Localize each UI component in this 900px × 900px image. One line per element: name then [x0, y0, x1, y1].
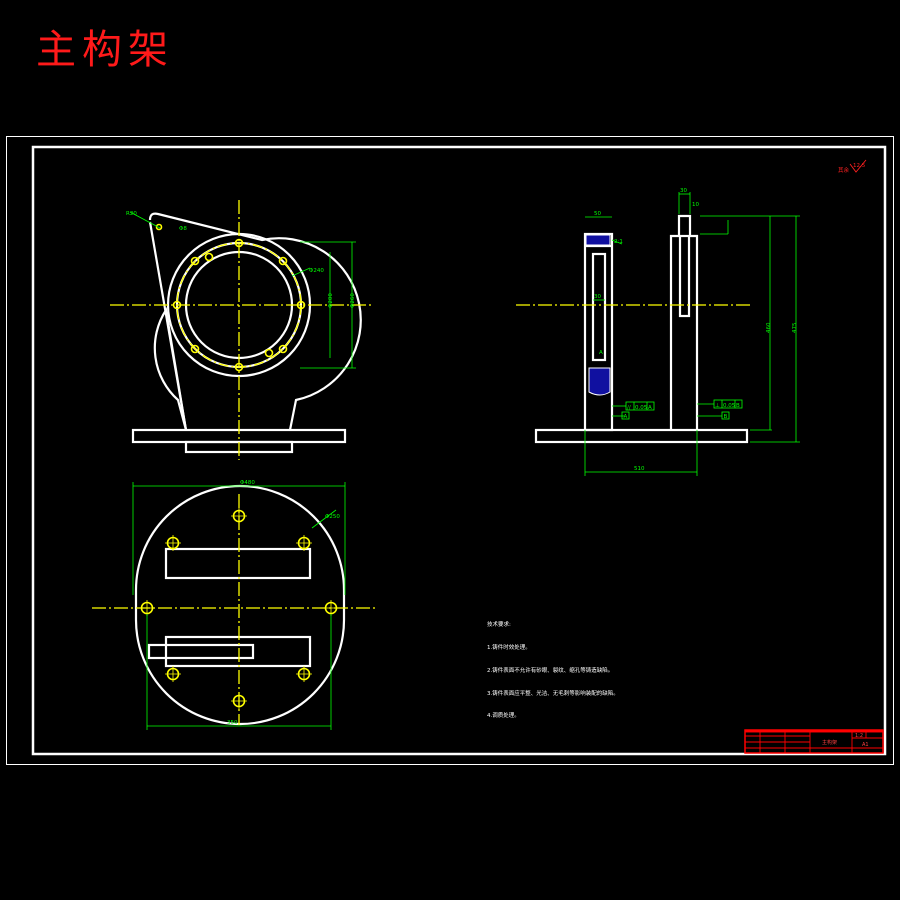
side-section-lower [588, 367, 611, 396]
side-dim-top-width: 30 [680, 188, 687, 194]
side-datum-b: B [721, 411, 730, 420]
front-body-outline [148, 212, 362, 431]
side-section-upper [585, 234, 611, 246]
top-rib [147, 643, 255, 660]
notes-line-4: 4.调质处理。 [487, 713, 520, 720]
top-dim-bolt-circle: Φ250 [325, 514, 340, 520]
side-dim-height: 460 [766, 322, 772, 333]
side-right-column [669, 214, 699, 430]
side-tolerance-perpendicular: ⊥ 0.05 B [713, 399, 743, 409]
front-dim-height: Φ260 [350, 293, 356, 308]
side-dim-slot: 2:1 [614, 239, 623, 245]
titleblock-part-name: 主构架 [822, 739, 837, 746]
side-datum-a: A [621, 411, 630, 420]
tol-perp-datum: B [736, 403, 740, 409]
side-dim-base-width: 510 [634, 466, 645, 472]
front-dim-hole: Φ8 [179, 226, 187, 232]
roughness-symbol: 其余 12.5 [838, 159, 867, 174]
side-right-slot [678, 234, 691, 318]
top-dim-width: Φ480 [240, 480, 255, 486]
side-base-plate [534, 428, 749, 444]
drawing-frame [31, 145, 887, 756]
titleblock-scale: 1:2 [855, 733, 863, 739]
front-bolt-circle [176, 242, 302, 368]
tol-perp-value: 0.05 [723, 403, 736, 409]
front-dim-corner: R20 [126, 211, 137, 217]
svg-text:A: A [624, 414, 628, 420]
front-dim-bolt-circle: Φ240 [309, 268, 324, 274]
front-body-leg-left [148, 221, 188, 431]
top-dim-base-width: 350 [227, 720, 238, 726]
drawing-title: 主构架 [36, 27, 174, 73]
front-bolt-holes [155, 223, 306, 372]
roughness-label: 其余 [838, 166, 850, 174]
notes-line-2: 2.铸件表面不允许有砂眼、裂纹、缩孔等铸造缺陷。 [487, 667, 614, 674]
side-tolerance-parallel: // 0.05 A [625, 401, 655, 411]
roughness-value: 12.5 [853, 163, 866, 169]
side-left-column [583, 232, 614, 432]
top-lower-slot [164, 635, 312, 668]
top-base-disk [134, 484, 346, 726]
notes-line-3: 3.铸件表面应平整、光洁、无毛刺等影响装配的缺陷。 [487, 690, 619, 697]
notes-line-1: 1.铸件时效处理。 [487, 644, 531, 651]
tol-parallel-symbol: // [627, 405, 631, 411]
sheet-border [6, 136, 894, 765]
top-view: Φ480 Φ250 350 [92, 480, 376, 730]
notes-heading: 技术要求: [487, 622, 511, 629]
front-dim-inner: Φ200 [328, 293, 334, 308]
side-left-inner-slot [591, 252, 607, 362]
side-section-mark: A [599, 350, 603, 356]
tol-perp-symbol: ⊥ [715, 403, 720, 409]
tol-parallel-datum: A [648, 405, 652, 411]
tol-parallel-value: 0.05 [635, 405, 648, 411]
svg-text:B: B [724, 414, 728, 420]
side-dim-wall: 30 [594, 294, 601, 300]
technical-notes: 技术要求: 1.铸件时效处理。 2.铸件表面不允许有砂眼、裂纹、缩孔等铸造缺陷。… [487, 607, 619, 729]
top-hole-crosses [139, 508, 339, 709]
side-dim-top-offset: 10 [692, 202, 699, 208]
side-view: // 0.05 A ⊥ 0.05 B A B 30 10 50 2:1 30 A [516, 188, 800, 476]
top-upper-slot [164, 547, 312, 580]
front-view: R20 Φ8 Φ240 Φ200 Φ260 [110, 200, 372, 460]
titleblock-sheet: A1 [862, 742, 869, 748]
side-dim-left-width: 50 [594, 211, 601, 217]
title-block [744, 729, 884, 754]
side-dim-total-height: 475 [792, 322, 798, 333]
